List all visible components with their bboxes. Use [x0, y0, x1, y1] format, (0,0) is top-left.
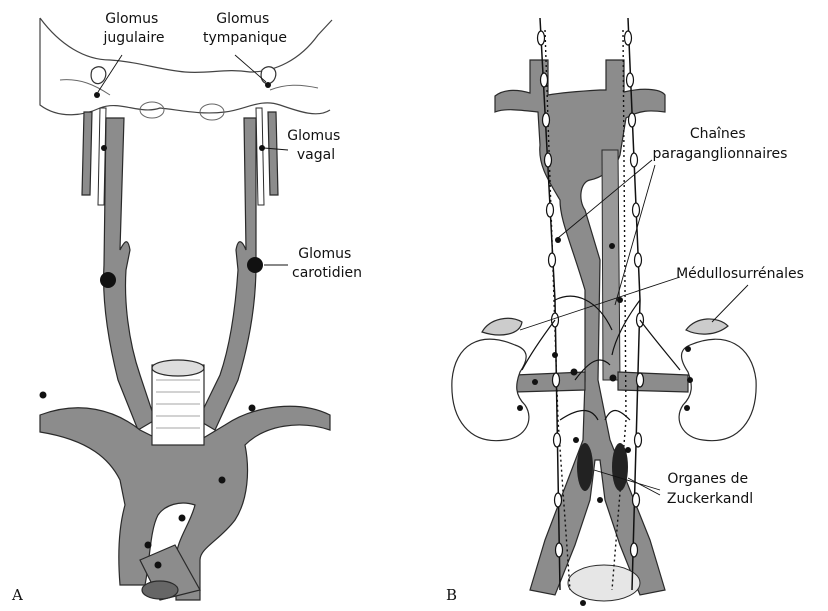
panel-b: Chaînes paraganglionnaires Médullosurrén… [446, 18, 804, 606]
glomus-vagal-dot-left [101, 145, 107, 151]
skull-inner-lines [60, 80, 318, 120]
pulmonary-tube-end [142, 581, 178, 599]
leader-medullo-2 [712, 285, 748, 322]
label-glomus-jugulaire: Glomus jugulaire [103, 11, 165, 46]
jugular-vein-left [82, 112, 92, 195]
label-glomus-tympanique: Glomus tympanique [203, 11, 287, 46]
aortic-dot-3 [219, 477, 226, 484]
aortic-dot-1 [40, 392, 47, 399]
adrenal-right [686, 319, 728, 334]
panel-a: Glomus jugulaire Glomus tympanique Glomu… [11, 11, 362, 604]
leader-organes-2 [628, 478, 660, 495]
bladder [568, 565, 640, 601]
zuckerkandl-left [577, 443, 593, 491]
tympanic-right [261, 67, 276, 84]
jugular-vein-right [268, 112, 278, 195]
vena-cava [602, 150, 620, 380]
glomus-carotidien-dot-left [100, 272, 116, 288]
label-glomus-vagal: Glomus vagal [287, 128, 345, 163]
skull-base [40, 18, 332, 115]
renal-vessel-right [618, 372, 688, 392]
tympanic-left [91, 67, 106, 84]
leader-tympanique [235, 55, 266, 82]
kidney-left [452, 339, 529, 440]
glomus-tympanique-dot [265, 82, 271, 88]
panel-letter-b: B [446, 586, 457, 604]
trachea [152, 360, 204, 445]
glomus-jugulaire-dot [94, 92, 100, 98]
label-organes: Organes de Zuckerkandl [667, 471, 753, 507]
label-chaines: Chaînes paraganglionnaires [653, 126, 788, 162]
vagus-nerve-right [256, 108, 264, 205]
panel-letter-a: A [11, 586, 23, 604]
aortic-dot-5 [145, 542, 152, 549]
aortic-dot-6 [155, 562, 162, 569]
aortic-dot-4 [179, 515, 186, 522]
label-medullo: Médullosurrénales [676, 266, 804, 282]
label-glomus-carotidien: Glomus carotidien [292, 246, 362, 281]
kidney-right [679, 339, 756, 440]
carotid-right [198, 118, 256, 430]
aortic-dot-2 [249, 405, 256, 412]
glomus-carotidien-dot-right [247, 257, 263, 273]
adrenal-left [482, 318, 522, 335]
